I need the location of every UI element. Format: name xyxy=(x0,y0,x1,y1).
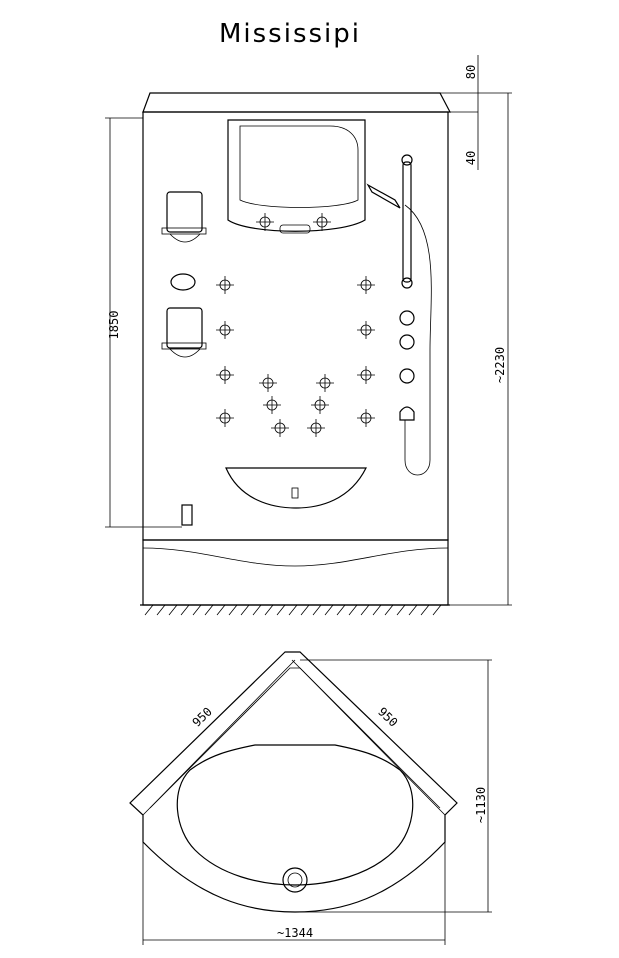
knob-3 xyxy=(399,368,415,384)
shower-holder xyxy=(399,406,415,421)
drain-icon xyxy=(282,867,308,893)
light-icon xyxy=(170,273,196,291)
knob-1 xyxy=(399,310,415,326)
tray-basin xyxy=(176,744,414,886)
shower-rail xyxy=(401,154,413,289)
massage-jets xyxy=(216,213,375,437)
top-cap xyxy=(142,92,451,113)
ground-hatch xyxy=(144,604,442,616)
front-view: 1850 80 40 ~2230 xyxy=(105,55,512,616)
tray-base xyxy=(142,539,449,606)
dim-width: ~1344 xyxy=(277,926,313,940)
radio-display xyxy=(279,224,311,234)
cabin-body xyxy=(142,111,449,541)
dim-total-height: ~2230 xyxy=(493,347,507,383)
hand-shower-icon xyxy=(366,183,401,209)
apron-curve xyxy=(142,547,449,567)
shower-hose xyxy=(404,204,432,476)
glass-line xyxy=(142,659,446,816)
control-panel xyxy=(227,119,366,232)
pipe xyxy=(181,504,193,526)
dim-side-right: 950 xyxy=(375,705,400,730)
plan-view: 950 950 ~1130 ~1344 xyxy=(129,651,492,945)
dim-side-left: 950 xyxy=(190,705,215,730)
drain-icon xyxy=(291,487,299,499)
mirror xyxy=(239,125,359,208)
seat xyxy=(225,467,367,509)
left-shelf-top xyxy=(161,191,207,243)
drawing-title: Mississipi xyxy=(219,19,361,49)
left-shelf-bottom xyxy=(161,307,207,358)
dim-depth: ~1130 xyxy=(474,787,488,823)
tray-outline xyxy=(129,651,458,913)
dim-top-gap: 40 xyxy=(464,151,478,165)
knob-2 xyxy=(399,334,415,350)
dim-height-inner: 1850 xyxy=(107,311,121,340)
dim-top-cap: 80 xyxy=(464,65,478,79)
